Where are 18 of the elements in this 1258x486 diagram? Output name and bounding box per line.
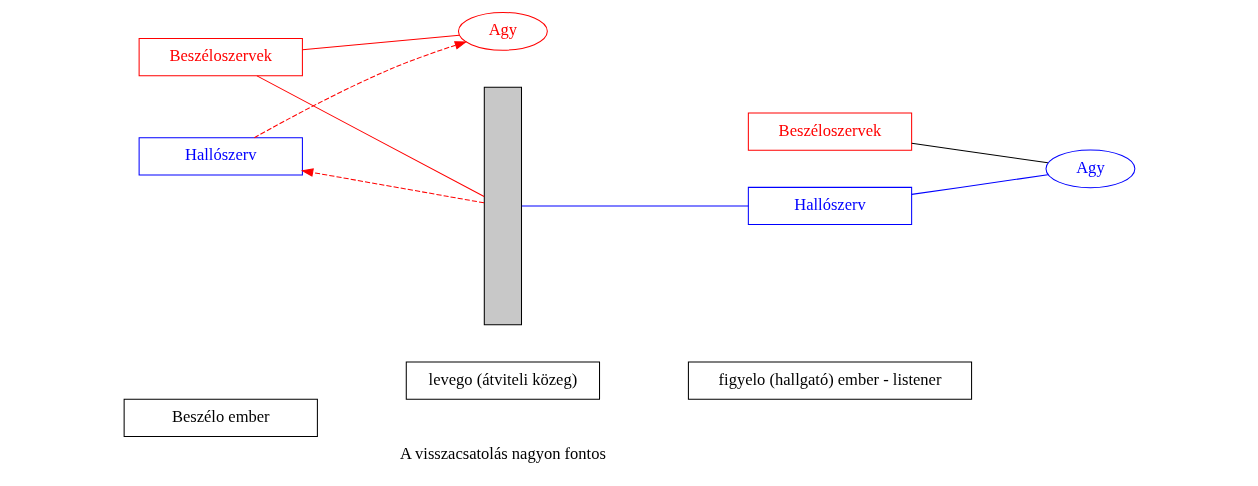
node-box: figyelo (hallgató) ember - listener <box>687 361 972 400</box>
node-ellipse: Agy <box>457 11 548 51</box>
node-ellipse: Agy <box>1044 149 1135 189</box>
connector <box>301 34 460 51</box>
connector <box>910 142 1048 164</box>
node-box: Beszéloszervek <box>747 112 912 151</box>
node-box: levego (átviteli közeg) <box>405 361 600 400</box>
node-box: Beszéloszervek <box>138 38 303 77</box>
connector <box>255 75 485 198</box>
node-box: Beszélo ember <box>123 398 318 437</box>
label: A visszacsatolás nagyon fontos <box>399 443 606 463</box>
node-box: Hallószerv <box>138 137 303 176</box>
connector <box>520 205 749 207</box>
arrow <box>253 41 467 139</box>
connector <box>910 174 1048 195</box>
arrow <box>300 168 485 204</box>
node-bar <box>483 86 522 326</box>
node-box: Hallószerv <box>747 186 912 226</box>
